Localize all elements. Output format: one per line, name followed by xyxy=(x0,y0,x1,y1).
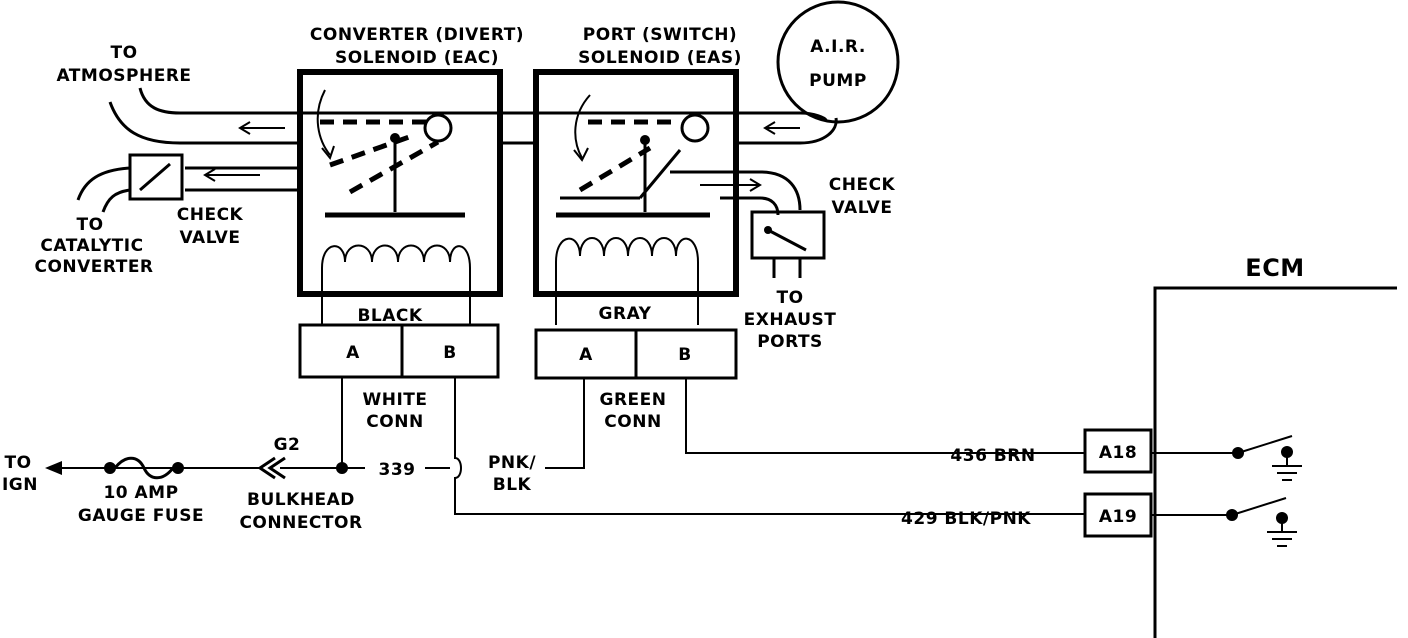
air-tube-bottom-left xyxy=(108,101,300,145)
fuse-terminal xyxy=(172,462,184,474)
a18-label: A18 xyxy=(1099,443,1137,463)
valve-pivot xyxy=(640,135,650,145)
fuse-icon xyxy=(113,456,175,480)
check-valve-left-label: VALVE xyxy=(180,228,241,248)
converter-solenoid xyxy=(297,69,503,325)
labels: CONVERTER (DIVERT) SOLENOID (EAC) PORT (… xyxy=(2,25,1035,533)
valve-seat-lower xyxy=(578,145,652,193)
green-conn-label: GREEN xyxy=(600,390,667,410)
flow-arrow-head xyxy=(749,178,762,192)
valve-ball-icon xyxy=(680,113,710,143)
check-valve-right-flap xyxy=(767,228,807,252)
solenoid-coil-icon xyxy=(555,237,699,296)
air-pump: A.I.R. PUMP xyxy=(776,0,900,124)
air-tube-top xyxy=(138,87,800,115)
ecm-label: ECM xyxy=(1245,254,1304,282)
wire-429-label: 429 BLK/PNK xyxy=(901,509,1031,529)
white-conn-pin-b: B xyxy=(443,343,456,363)
wire-436 xyxy=(685,378,1085,454)
flow-curve-arrow xyxy=(574,94,591,159)
g2-label: G2 xyxy=(274,435,301,455)
to-ign-label: IGN xyxy=(2,475,38,495)
to-exhaust-label: EXHAUST xyxy=(744,310,837,330)
switch-blade-icon xyxy=(1237,435,1293,454)
to-ign-label: TO xyxy=(4,453,31,473)
to-catalytic-label: TO xyxy=(76,215,103,235)
splice-dot xyxy=(336,462,348,474)
to-ign-arrow-icon xyxy=(45,461,62,475)
gray-wire-label: GRAY xyxy=(599,304,652,324)
ecm: ECM A18 A19 xyxy=(1083,254,1397,638)
cat-hose-inner xyxy=(101,188,131,213)
switch-blade-icon xyxy=(1231,497,1287,516)
a19-label: A19 xyxy=(1099,507,1137,527)
black-wire-label: BLACK xyxy=(357,306,422,326)
bulkhead-connector-icon xyxy=(267,456,286,480)
wire-429 xyxy=(454,377,1085,515)
white-conn-label: WHITE xyxy=(362,390,427,410)
green-conn-pin-a: A xyxy=(579,345,593,365)
bulkhead-label: BULKHEAD xyxy=(247,490,355,510)
fuse-label: 10 AMP xyxy=(103,483,178,503)
flow-arrow-head xyxy=(763,121,776,135)
valve-seat-upper xyxy=(329,133,413,168)
air-pump-label: A.I.R. xyxy=(810,37,866,57)
bulkhead-label: CONNECTOR xyxy=(239,513,362,533)
flow-curve-arrow-head xyxy=(321,145,335,161)
converter-solenoid-title: CONVERTER (DIVERT) xyxy=(310,25,524,45)
to-atmosphere-label: ATMOSPHERE xyxy=(56,66,191,86)
wire-pnk-blk xyxy=(545,378,585,469)
valve-arm xyxy=(638,149,682,199)
white-connector-body xyxy=(298,323,500,379)
check-valve-right-label: VALVE xyxy=(832,198,893,218)
ecm-outline xyxy=(1153,286,1397,638)
white-conn-pin-a: A xyxy=(346,343,360,363)
check-valve-right-pivot xyxy=(764,226,772,234)
port-solenoid xyxy=(533,69,739,325)
port-solenoid-housing xyxy=(533,69,739,297)
white-connector: A B xyxy=(298,323,500,379)
flow-arrow-head xyxy=(238,121,251,135)
flow-curve-arrow-head xyxy=(573,147,589,162)
to-catalytic-label: CONVERTER xyxy=(34,257,153,277)
air-pump-label: PUMP xyxy=(809,71,867,91)
air-pump-icon xyxy=(776,0,900,124)
wiring xyxy=(45,377,1085,515)
check-valve-left-flap xyxy=(139,162,171,192)
green-conn-pin-b: B xyxy=(678,345,691,365)
check-valve-right-label: CHECK xyxy=(829,175,896,195)
to-exhaust-label: PORTS xyxy=(757,332,823,352)
green-conn-label: CONN xyxy=(604,412,661,432)
port-solenoid-title: PORT (SWITCH) xyxy=(583,25,737,45)
check-valve-left-label: CHECK xyxy=(177,205,244,225)
pnk-blk-label: PNK/ xyxy=(488,453,536,473)
cat-hose-outer xyxy=(76,166,131,201)
converter-solenoid-title: SOLENOID (EAC) xyxy=(335,48,499,68)
flow-curve-arrow xyxy=(316,89,331,156)
wire-436-label: 436 BRN xyxy=(950,446,1035,466)
a18-terminal xyxy=(1083,428,1153,474)
valve-ball-icon xyxy=(423,113,453,143)
green-connector: A B xyxy=(534,328,738,380)
flow-arrow-head xyxy=(203,168,216,182)
to-exhaust-label: TO xyxy=(776,288,803,308)
check-valve-right-icon xyxy=(750,210,826,260)
white-conn-label: CONN xyxy=(366,412,423,432)
pnk-blk-label: BLK xyxy=(493,475,532,495)
converter-solenoid-housing xyxy=(297,69,503,297)
valve-pivot xyxy=(390,133,400,143)
to-atmosphere-label: TO xyxy=(110,43,137,63)
exhaust-hose-top xyxy=(670,170,802,211)
solenoid-coil-icon xyxy=(321,244,471,296)
air-hoses xyxy=(76,87,838,278)
fuse-label: GAUGE FUSE xyxy=(78,506,204,526)
check-valve-left-icon xyxy=(128,153,184,201)
wire-339-label: 339 xyxy=(379,460,416,480)
port-solenoid-title: SOLENOID (EAS) xyxy=(578,48,742,68)
to-catalytic-label: CATALYTIC xyxy=(40,236,143,256)
